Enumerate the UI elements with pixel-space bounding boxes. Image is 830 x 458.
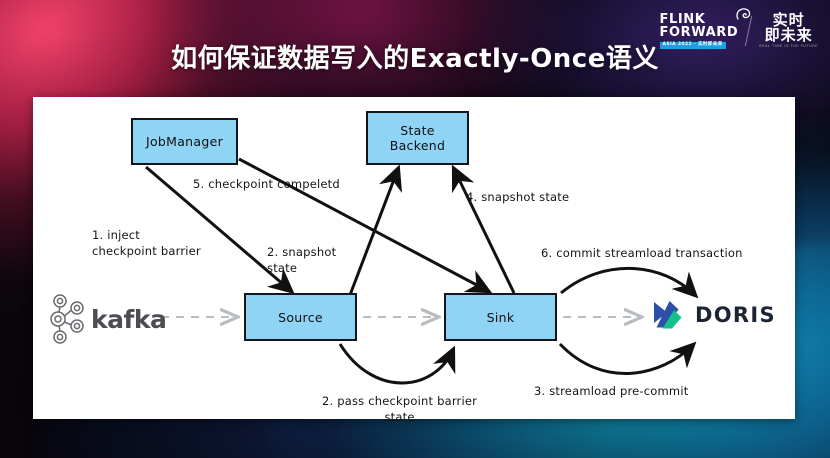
node-sink[interactable]: Sink <box>444 293 557 341</box>
doris-logo: DORIS <box>650 297 776 333</box>
label-step-2-pass-checkpoint-barrier: 2. pass checkpoint barrier state <box>322 394 478 424</box>
architecture-diagram: JobManager State Backend Source Sink 1. … <box>33 97 795 424</box>
brand-cn-line2: 即未来 <box>764 26 813 45</box>
label-step-3-streamload-pre-commit: 3. streamload pre-commit <box>534 384 689 398</box>
label-step-4-snapshot-state: 4. snapshot state <box>466 190 570 204</box>
diagram-arrows-layer <box>145 157 699 385</box>
arrow-jobmanager-to-sink <box>238 157 493 294</box>
flink-forward-subtitle: ASIA 2022 · 实时即未来 <box>659 42 726 49</box>
brand-cn-logo: 实时 即未来 REAL TIME IS THE FUTURE <box>759 13 818 49</box>
flink-forward-line2: FORWARD <box>659 25 739 41</box>
brand-cn-subtitle: REAL TIME IS THE FUTURE <box>759 44 818 49</box>
arrow-sink-to-statebackend <box>451 164 516 294</box>
label-step-5-checkpoint-completed: 5. checkpoint compeletd <box>193 177 340 191</box>
kafka-nodes-icon <box>50 294 84 344</box>
arrow-jobmanager-to-source <box>145 165 295 295</box>
label-step-1-inject-checkpoint-barrier: 1. inject checkpoint barrier <box>92 228 201 258</box>
node-jobmanager[interactable]: JobManager <box>131 118 238 165</box>
brand-logo-lockup: FLINK FORWARD ASIA 2022 · 实时即未来 实时 即未来 R… <box>659 8 819 54</box>
squirrel-icon <box>736 8 751 20</box>
kafka-wordmark: kafka <box>91 304 167 334</box>
kafka-logo: kafka <box>47 293 167 345</box>
arrow-sink-to-doris-commit <box>560 266 699 299</box>
page-title: 如何保证数据写入的Exactly-Once语义 <box>171 44 659 74</box>
doris-wordmark: DORIS <box>695 303 776 327</box>
flink-forward-line1: FLINK <box>659 12 706 28</box>
brand-cn-line1: 实时 <box>772 11 805 30</box>
arrow-source-to-statebackend <box>348 164 403 296</box>
node-source[interactable]: Source <box>244 293 357 341</box>
label-step-6-commit-streamload-transaction: 6. commit streamload transaction <box>541 246 743 260</box>
flink-forward-logo: FLINK FORWARD ASIA 2022 · 实时即未来 <box>659 8 751 49</box>
node-state-backend[interactable]: State Backend <box>366 111 469 165</box>
arrow-sink-to-doris-precommit <box>558 341 697 376</box>
doris-chevron-icon <box>654 301 682 329</box>
arrow-source-to-sink-barrier <box>338 343 456 385</box>
label-step-2-snapshot-state: 2. snapshot state <box>267 245 337 275</box>
